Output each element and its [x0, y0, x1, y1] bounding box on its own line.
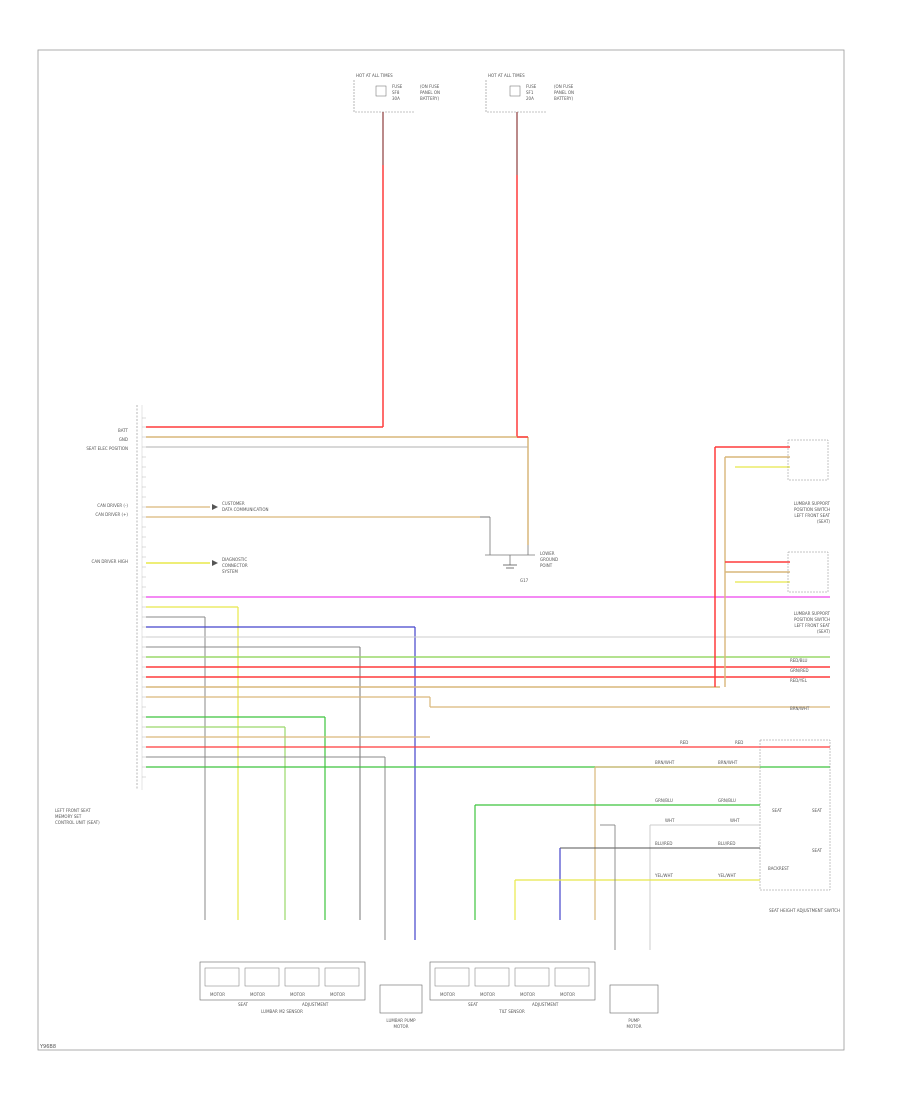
lower-switch-title-0: LUMBAR SUPPORT: [794, 611, 831, 616]
adj-side-0: SEAT: [772, 808, 782, 813]
fuse-2-line-5: BATTERY): [554, 96, 573, 101]
ground-name-2: POINT: [540, 563, 553, 568]
fuse-2-title: HOT AT ALL TIMES: [488, 73, 525, 78]
lumbar-motor-cell-0: MOTOR: [210, 992, 225, 997]
fuse-1-line-2: 30A: [392, 96, 400, 101]
lower-switch-title-1: POSITION SWITCH: [794, 617, 830, 622]
adj-row-0-right: RED: [735, 740, 743, 745]
adj-row-2-left: GRN/BLU: [655, 798, 673, 803]
fuse-box-2: HOT AT ALL TIMES FUSE SF1 20A (ON FUSE P…: [485, 73, 574, 113]
link-data-bus-1: DATA COMMUNICATION: [222, 507, 269, 512]
adj-row-5-left: YEL/WHT: [654, 873, 674, 878]
wire-tag-2: RED/YEL: [790, 678, 808, 683]
adj-row-1-left: BRN/WHT: [655, 760, 675, 765]
link-diag-0: DIAGNOSTIC: [222, 557, 247, 562]
adj-row-4-right: BLU/RED: [718, 841, 735, 846]
lumbar-motor-cell-1: MOTOR: [250, 992, 265, 997]
module-label-gnd: GND: [119, 437, 128, 442]
ground-name-1: GROUND: [540, 557, 558, 562]
upper-switch-title-2: LEFT FRONT SEAT: [794, 513, 830, 518]
diagram-code: Y96B8: [39, 1044, 56, 1050]
upper-switch-title-1: POSITION SWITCH: [794, 507, 830, 512]
lumbar-motor-group: MOTOR MOTOR MOTOR MOTOR LUMBAR M2 SENSOR…: [199, 961, 366, 1014]
fuse-2-line-3: (ON FUSE: [554, 84, 574, 89]
tilt-motor-sub-0: SEAT: [468, 1002, 478, 1007]
adj-side-1: SEAT: [812, 808, 822, 813]
module-title-2: CONTROL UNIT (SEAT): [55, 820, 100, 825]
fuse-2-line-1: SF1: [526, 90, 534, 95]
adj-row-4-left: BLU/RED: [655, 841, 672, 846]
module-label-can-high: CAN DRIVER HIGH: [92, 559, 128, 564]
wire-tag-3: BRN/WHT: [790, 706, 810, 711]
pump-motor-label-1: MOTOR: [627, 1024, 642, 1029]
upper-switch-title-3: (SEAT): [817, 519, 830, 524]
tilt-motor-sub-1: ADJUSTMENT: [532, 1002, 559, 1007]
wire-tag-1: GRN/RED: [790, 668, 809, 673]
lumbar-pump-label-0: LUMBAR PUMP: [386, 1018, 416, 1023]
fuse-1-line-1: SF8: [392, 90, 400, 95]
lumbar-motor-sub-1: ADJUSTMENT: [302, 1002, 329, 1007]
wire-tag-0: RED/BLU: [790, 658, 808, 663]
fuse-box-1: HOT AT ALL TIMES FUSE SF8 30A (ON FUSE P…: [353, 73, 440, 113]
fuse-1-line-0: FUSE: [392, 84, 403, 89]
fuse-1-title: HOT AT ALL TIMES: [356, 73, 393, 78]
lumbar-motor-cell-3: MOTOR: [330, 992, 345, 997]
tilt-motor-cell-2: MOTOR: [520, 992, 535, 997]
upper-switch-title-0: LUMBAR SUPPORT: [794, 501, 831, 506]
adj-row-2-right: GRN/BLU: [718, 798, 736, 803]
link-data-bus-0: CUSTOMER: [222, 501, 245, 506]
tilt-motor-cell-0: MOTOR: [440, 992, 455, 997]
tilt-motor-cell-3: MOTOR: [560, 992, 575, 997]
adj-switch-title: SEAT HEIGHT ADJUSTMENT SWITCH: [769, 908, 840, 913]
link-diag-2: SYSTEM: [222, 569, 238, 574]
lumbar-switch-upper: LUMBAR SUPPORT POSITION SWITCH LEFT FRON…: [714, 439, 831, 687]
fuse-2-line-2: 20A: [526, 96, 534, 101]
lumbar-motor-cell-2: MOTOR: [290, 992, 305, 997]
fuse-1-line-4: PANEL ON: [420, 90, 440, 95]
ground-point: G17 LOWER GROUND POINT: [485, 545, 558, 583]
adj-side-2: SEAT: [812, 848, 822, 853]
module-label-can-pos: CAN DRIVER (+): [95, 512, 128, 517]
adj-row-3-left: WHT: [665, 818, 675, 823]
tilt-motor-group: MOTOR MOTOR MOTOR MOTOR TILT SENSOR SEAT…: [429, 961, 596, 1014]
lumbar-pump-label-1: MOTOR: [394, 1024, 409, 1029]
diagram-frame: [37, 49, 845, 1051]
pump-motor: PUMP MOTOR: [609, 984, 659, 1029]
adj-row-5-right: YEL/WHT: [717, 873, 737, 878]
module-label-batt: BATT: [118, 428, 129, 433]
module-pins: [142, 417, 146, 778]
fuse-2-line-4: PANEL ON: [554, 90, 574, 95]
module-label-seat: SEAT ELEC POSITION: [86, 446, 128, 451]
adj-row-0-left: RED: [680, 740, 688, 745]
fuse-1-line-5: BATTERY): [420, 96, 439, 101]
module-label-can-neg: CAN DRIVER (-): [97, 503, 128, 508]
adj-row-3-right: WHT: [730, 818, 740, 823]
tilt-motor-cell-1: MOTOR: [480, 992, 495, 997]
fuse-1-line-3: (ON FUSE: [420, 84, 440, 89]
ground-name-0: LOWER: [540, 551, 555, 556]
module-title-0: LEFT FRONT SEAT: [55, 808, 91, 813]
lower-switch-title-2: LEFT FRONT SEAT: [794, 623, 830, 628]
lumbar-switch-lower: LUMBAR SUPPORT POSITION SWITCH LEFT FRON…: [725, 551, 831, 634]
lumbar-pump-motor: LUMBAR PUMP MOTOR: [379, 984, 423, 1029]
tilt-motor-label: TILT SENSOR: [498, 1009, 525, 1014]
fuse-2-line-0: FUSE: [526, 84, 537, 89]
lumbar-motor-sub-0: SEAT: [238, 1002, 248, 1007]
module-title-1: MEMORY SET: [55, 814, 82, 819]
adj-side-3: BACKREST: [768, 866, 790, 871]
adj-row-1-right: BRN/WHT: [718, 760, 738, 765]
pump-motor-label-0: PUMP: [628, 1018, 640, 1023]
lumbar-motor-label: LUMBAR M2 SENSOR: [261, 1009, 303, 1014]
seat-adjustment-switch: BRN/WHT BRN/WHT GRN/BLU GRN/BLU WHT WHT …: [474, 739, 840, 950]
seat-control-module: BATT GND SEAT ELEC POSITION CAN DRIVER (…: [55, 405, 143, 825]
link-diag-1: CONNECTOR: [222, 563, 248, 568]
ground-label: G17: [520, 578, 529, 583]
lower-switch-title-3: (SEAT): [817, 629, 830, 634]
